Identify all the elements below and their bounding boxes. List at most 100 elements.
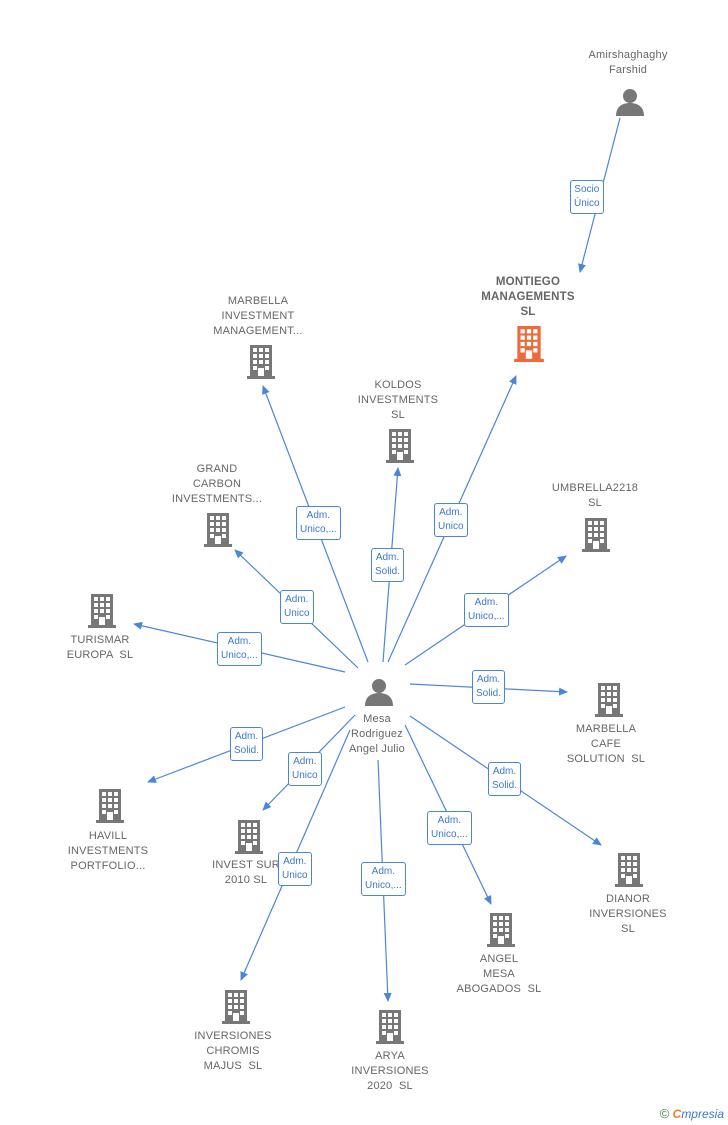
company-name-chromis[interactable]: INVERSIONES CHROMIS MAJUS SL	[153, 1029, 313, 1074]
building-icon-chromis[interactable]	[222, 990, 250, 1024]
building-icon-arya[interactable]	[376, 1010, 404, 1044]
relation-badge-angel-mesa-line: Unico,...	[431, 829, 468, 840]
footer-brand[interactable]: © Cmpresia	[660, 1106, 724, 1121]
relation-badge-marbella-cafe-line: Adm.	[476, 674, 501, 685]
company-name-marbella-investment-line: MANAGEMENT...	[213, 325, 303, 337]
building-icon-marbella-cafe[interactable]	[595, 683, 623, 717]
company-name-arya-line: 2020 SL	[367, 1080, 413, 1092]
company-name-turismar-line: EUROPA SL	[66, 649, 134, 661]
relation-badge-invest-sur[interactable]: Adm. Unico	[288, 752, 322, 786]
relation-badge-socio-unico-line: Único	[574, 198, 600, 209]
company-name-koldos-line: SL	[391, 409, 405, 421]
center-person-icon[interactable]	[365, 679, 393, 706]
relation-badge-marbella-investment[interactable]: Adm.Unico,...	[296, 506, 341, 540]
relation-badge-marbella-investment-line: Unico,...	[300, 524, 337, 535]
relation-badge-arya-line: Unico,...	[365, 880, 402, 891]
building-icon-turismar[interactable]	[88, 594, 116, 628]
relation-badge-umbrella[interactable]: Adm.Unico,...	[464, 593, 509, 627]
main-company-name[interactable]: MONTIEGO MANAGEMENTS SL	[448, 275, 608, 320]
building-icon-umbrella[interactable]	[582, 518, 610, 552]
company-name-umbrella-line: UMBRELLA2218	[551, 482, 639, 494]
company-name-chromis-line: MAJUS SL	[203, 1060, 263, 1072]
company-name-arya-line: ARYA	[375, 1050, 405, 1062]
building-icon-invest-sur[interactable]	[235, 820, 263, 854]
company-name-marbella-investment-line: INVESTMENT	[221, 310, 295, 322]
relation-badge-koldos[interactable]: Adm. Solid.	[371, 548, 405, 582]
center-person-name-line: Mesa	[363, 713, 391, 725]
main-company-name-line: MONTIEGO	[495, 276, 561, 288]
copyright-icon: ©	[659, 1106, 670, 1121]
company-name-invest-sur-line: INVEST SUR	[212, 859, 280, 871]
company-name-invest-sur[interactable]: INVEST SUR 2010 SL	[166, 858, 326, 888]
company-name-turismar-line: TURISMAR	[70, 634, 130, 646]
company-name-koldos-line: KOLDOS	[374, 379, 422, 391]
company-name-turismar[interactable]: TURISMAR EUROPA SL	[20, 633, 180, 663]
relation-badge-marbella-cafe[interactable]: Adm.Solid.	[472, 670, 506, 704]
company-name-arya[interactable]: ARYA INVERSIONES 2020 SL	[310, 1049, 470, 1094]
company-name-dianor-line: INVERSIONES	[589, 908, 667, 920]
building-icon-havill[interactable]	[96, 789, 124, 823]
brand-logo-text: mpresia	[681, 1107, 724, 1121]
brand-logo-letter: C	[672, 1107, 682, 1121]
relation-badge-montiego[interactable]: Adm.Unico	[434, 503, 468, 537]
relation-badge-havill[interactable]: Adm. Solid.	[230, 727, 264, 761]
relation-badge-grand-carbon-line: Unico	[284, 608, 310, 619]
company-name-chromis-line: INVERSIONES	[194, 1030, 272, 1042]
center-person-name-line: Angel Julio	[348, 743, 405, 755]
company-name-havill-line: PORTFOLIO...	[70, 860, 146, 872]
company-name-grand-carbon-line: GRAND	[196, 463, 238, 475]
company-name-koldos-line: INVESTMENTS	[357, 394, 439, 406]
relation-badge-grand-carbon[interactable]: Adm. Unico	[280, 590, 314, 624]
relation-badge-turismar[interactable]: Adm.Unico,...	[217, 632, 262, 666]
building-icon-koldos[interactable]	[386, 429, 414, 463]
relation-badge-grand-carbon-line: Adm.	[285, 594, 309, 605]
company-name-angel-mesa-line: ANGEL	[479, 953, 519, 965]
relation-badge-invest-sur-line: Unico	[292, 770, 318, 781]
relation-badge-montiego-line: Adm.	[439, 507, 463, 518]
company-name-koldos[interactable]: KOLDOS INVESTMENTS SL	[318, 378, 478, 423]
relation-badge-invest-sur-line: Adm.	[293, 756, 317, 767]
company-name-invest-sur-line: 2010 SL	[224, 874, 268, 886]
relation-badge-arya[interactable]: Adm.Unico,...	[361, 862, 406, 896]
company-name-umbrella-line: SL	[588, 497, 602, 509]
company-name-havill-line: HAVILL	[88, 830, 128, 842]
top-person-icon[interactable]	[616, 89, 644, 116]
company-name-marbella-cafe-line: CAFE	[590, 738, 622, 750]
relation-badge-koldos-line: Solid.	[375, 566, 401, 577]
relation-badge-dianor-line: Adm.	[492, 766, 517, 777]
main-company-building-icon[interactable]	[514, 326, 544, 362]
relation-badge-havill-line: Solid.	[234, 745, 260, 756]
company-name-marbella-cafe-line: MARBELLA	[575, 723, 637, 735]
top-person-name-line: Farshid	[608, 64, 648, 76]
main-company-name-line: SL	[520, 306, 536, 318]
building-icon-angel-mesa[interactable]	[487, 913, 515, 947]
center-person-name-line: Rodriguez	[351, 728, 403, 740]
company-name-chromis-line: CHROMIS	[206, 1045, 260, 1057]
building-icon-grand-carbon[interactable]	[204, 513, 232, 547]
company-name-dianor-line: SL	[621, 923, 635, 935]
company-name-grand-carbon-line: INVESTMENTS...	[171, 493, 263, 505]
relation-badge-angel-mesa[interactable]: Adm.Unico,...	[427, 811, 472, 845]
company-name-angel-mesa-line: ABOGADOS SL	[456, 983, 542, 995]
building-icon-dianor[interactable]	[615, 853, 643, 887]
relation-badge-dianor-line: Solid.	[492, 780, 518, 791]
relation-badge-chromis-line: Unico	[282, 870, 308, 881]
relation-badge-chromis[interactable]: Adm.Unico	[278, 852, 312, 886]
company-name-arya-line: INVERSIONES	[351, 1065, 429, 1077]
relation-badge-dianor[interactable]: Adm. Solid.	[488, 762, 522, 796]
relation-badge-havill-line: Adm.	[234, 731, 259, 742]
building-icon-marbella-investment[interactable]	[247, 345, 275, 379]
main-company-name-line: MANAGEMENTS	[481, 291, 575, 303]
relation-badge-koldos-line: Adm.	[375, 552, 400, 563]
